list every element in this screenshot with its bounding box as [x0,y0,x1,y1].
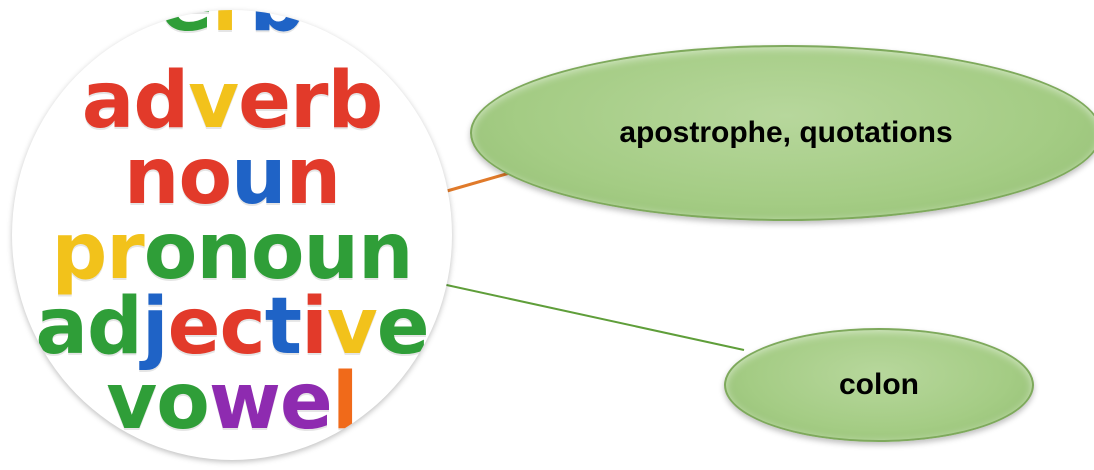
letter-o: o [178,132,232,222]
letter-l: l [331,357,359,447]
letter-r: r [212,10,250,43]
word-top-cut: erb [12,10,452,43]
word-adjective: adjective [12,288,452,366]
letter-n: n [123,132,180,222]
letter-w: w [208,357,281,447]
letter-v: v [326,282,378,372]
letter-n: n [285,132,342,222]
letter-t: t [264,282,302,372]
letter-u: u [231,132,287,222]
letter-i: i [301,282,328,372]
letter-b: b [327,56,383,146]
letter-o: o [250,207,305,297]
letter-d: d [87,282,143,372]
bubble-colon: colon [724,328,1034,442]
letter-r: r [289,56,328,146]
letter-u: u [303,207,359,297]
letter-e: e [160,10,213,43]
letter-e: e [167,282,221,372]
word-vowel: vowel [12,363,452,441]
letter-n: n [196,207,252,297]
letter-n: n [358,207,414,297]
letter-o: o [143,207,198,297]
letter-p: p [51,207,107,297]
letter-e: e [238,56,291,146]
letter-d: d [133,56,189,146]
letter-r: r [106,207,144,297]
word-pronoun: pronoun [12,213,452,291]
parts-of-speech-image: erb adverb noun pronoun adjective vowel [12,10,452,460]
letter-v: v [188,56,239,146]
bubble-apostrophe-quotations: apostrophe, quotations [470,45,1094,221]
letter-o: o [156,357,210,447]
word-adverb: adverb [12,62,452,140]
letter-e: e [279,357,333,447]
connector-bottom [441,283,745,351]
letter-a: a [35,282,88,372]
letter-v: v [106,357,157,447]
letter-a: a [81,56,135,146]
letter-j: j [141,282,169,372]
letter-magnets: erb adverb noun pronoun adjective vowel [12,10,452,460]
letter-c: c [219,282,266,372]
bubble-top-label: apostrophe, quotations [619,116,953,149]
letter-e: e [376,282,430,372]
bubble-bottom-label: colon [839,368,919,401]
word-noun: noun [12,138,452,216]
letter-b: b [249,10,305,43]
